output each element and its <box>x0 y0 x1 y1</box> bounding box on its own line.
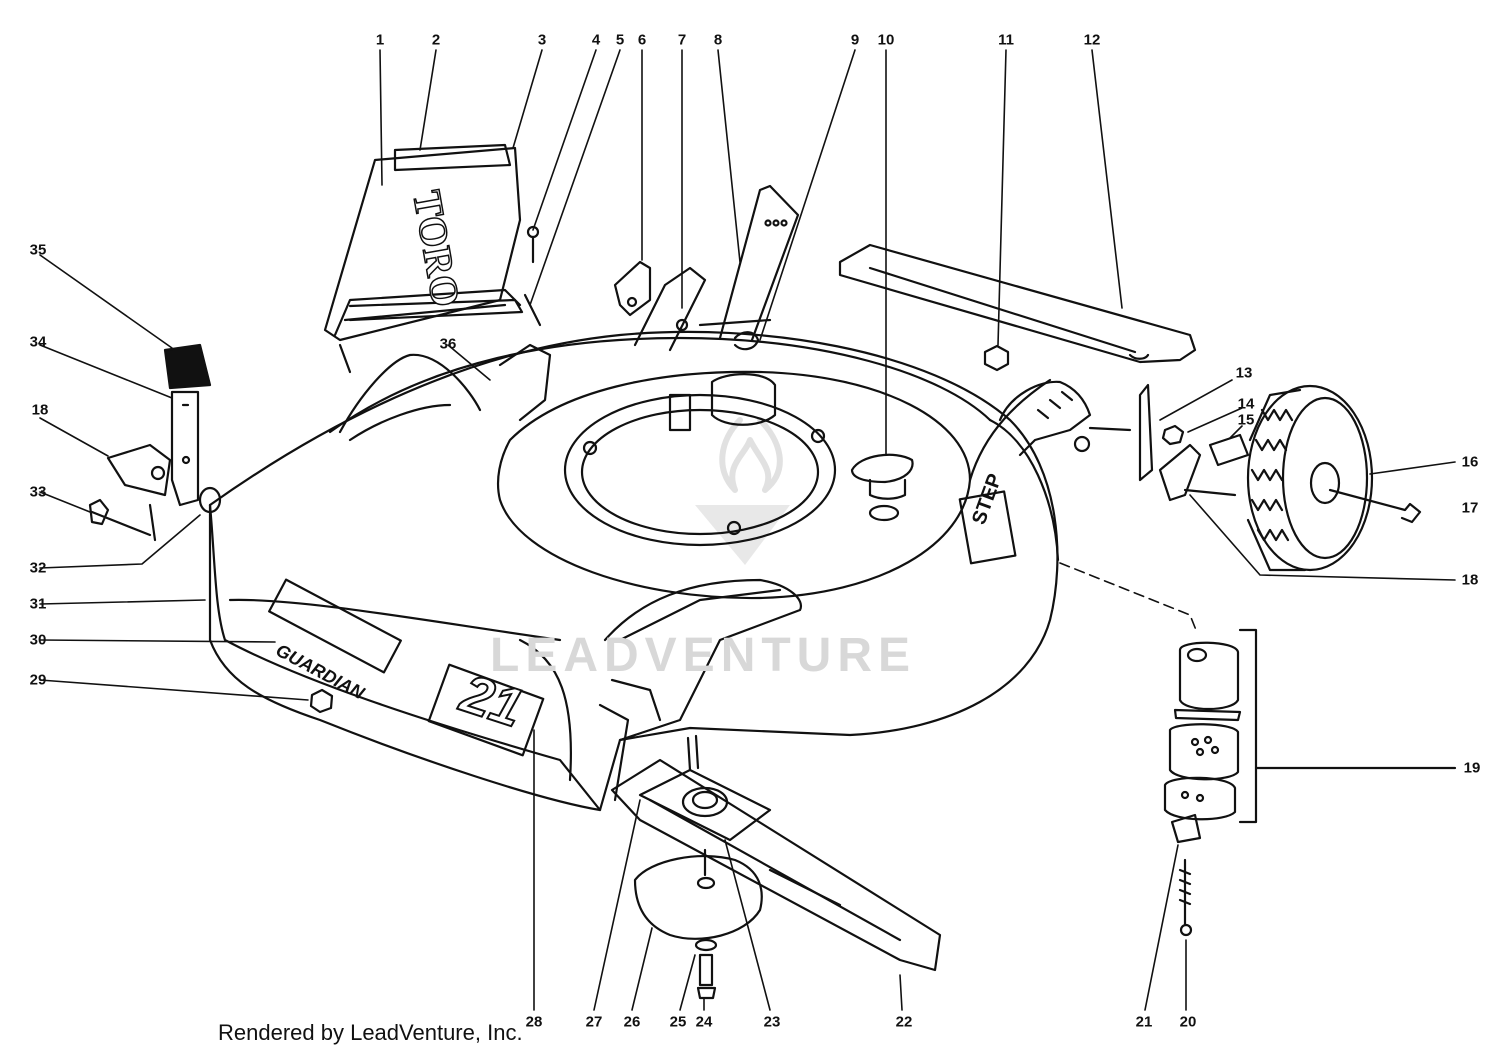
callout-20: 20 <box>1179 1013 1197 1031</box>
callout-32: 32 <box>29 559 47 577</box>
nut-14 <box>1161 424 1185 446</box>
callout-28: 28 <box>525 1013 543 1031</box>
gas-cap <box>850 453 914 522</box>
front-bracket <box>88 343 222 542</box>
decals <box>268 490 1017 757</box>
hinge-rod <box>523 293 542 327</box>
callout-6: 6 <box>637 31 647 49</box>
callout-18a: 18 <box>31 401 49 419</box>
callout-18b: 18 <box>1461 571 1479 589</box>
callout-8: 8 <box>713 31 723 49</box>
bolt-18 <box>1183 488 1237 497</box>
callout-24: 24 <box>695 1013 713 1031</box>
watermark-text: LEADVENTURE <box>490 629 917 682</box>
callout-5: 5 <box>615 31 625 49</box>
bracket-18 <box>1158 443 1202 502</box>
mower-deck <box>208 330 1060 812</box>
callout-14: 14 <box>1237 395 1255 413</box>
blade-bolt <box>694 938 718 1000</box>
bracket-6 <box>613 260 652 317</box>
blade <box>610 758 942 972</box>
callout-1: 1 <box>375 31 385 49</box>
bracket-hole <box>626 296 638 308</box>
callout-34: 34 <box>29 333 47 351</box>
leader-lines <box>39 49 1456 1011</box>
adapter-bolt <box>1170 813 1202 937</box>
callout-7: 7 <box>677 31 687 49</box>
callout-19: 19 <box>1463 759 1481 777</box>
rear-shield <box>323 143 524 374</box>
callout-9: 9 <box>850 31 860 49</box>
watermark-logo <box>695 417 790 565</box>
callout-31: 31 <box>29 595 47 613</box>
callout-11: 11 <box>998 31 1014 49</box>
callout-26: 26 <box>623 1013 641 1031</box>
blade-stiffener <box>638 734 772 842</box>
height-adjust-lever <box>633 184 800 352</box>
callout-21: 21 <box>1135 1013 1153 1031</box>
nut-29 <box>309 688 334 714</box>
callout-2: 2 <box>431 31 441 49</box>
callout-10: 10 <box>877 31 895 49</box>
callout-23: 23 <box>763 1013 781 1031</box>
callout-36: 36 <box>439 335 457 353</box>
bolt-4 <box>526 225 540 264</box>
callout-3: 3 <box>537 31 547 49</box>
callout-13: 13 <box>1235 364 1253 382</box>
callout-27: 27 <box>585 1013 603 1031</box>
callout-12: 12 <box>1083 31 1101 49</box>
callout-4: 4 <box>591 31 601 49</box>
callout-35: 35 <box>29 241 47 259</box>
callout-30: 30 <box>29 631 47 649</box>
credit-text: Rendered by LeadVenture, Inc. <box>218 1020 523 1045</box>
callout-17: 17 <box>1461 499 1479 517</box>
nut-11 <box>983 344 1010 372</box>
axle-bracket <box>998 380 1154 482</box>
callout-16: 16 <box>1461 453 1479 471</box>
axle-bolt-17 <box>1328 488 1422 524</box>
callout-15: 15 <box>1237 411 1255 429</box>
spacer-15 <box>1208 433 1250 467</box>
callout-25: 25 <box>669 1013 687 1031</box>
blade-adapter-stack <box>1163 628 1457 824</box>
callout-22: 22 <box>895 1013 913 1031</box>
callout-29: 29 <box>29 671 47 689</box>
blade-cup <box>633 848 763 940</box>
rear-wheel <box>1246 384 1374 572</box>
callout-33: 33 <box>29 483 47 501</box>
rear-baffle <box>838 243 1197 364</box>
